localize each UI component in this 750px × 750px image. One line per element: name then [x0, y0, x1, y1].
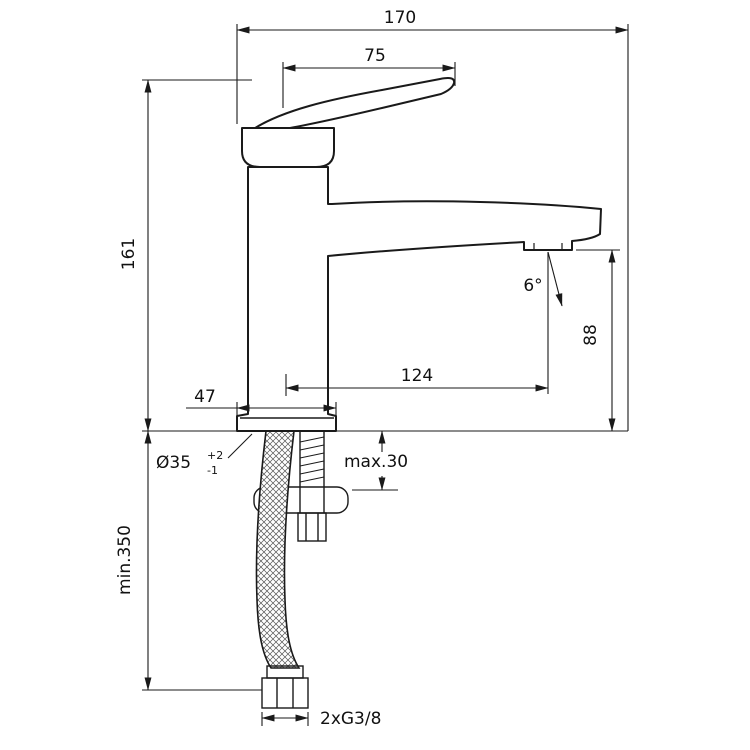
dim-label-dia35: Ø35: [156, 453, 191, 473]
dimensions: 170 75 161 6° 88: [115, 8, 629, 729]
dim-spout-height: 88: [576, 249, 620, 432]
dim-label-161: 161: [119, 238, 139, 270]
dim-label-min350: min.350: [115, 525, 135, 595]
aerator: [533, 243, 563, 250]
faucet-lever-handle: [251, 77, 456, 131]
threaded-shank: [299, 431, 325, 513]
dim-label-tol-plus: +2: [207, 449, 223, 462]
dim-label-170: 170: [384, 8, 416, 28]
dim-label-88: 88: [581, 324, 601, 346]
dim-max-deck-thickness: max.30: [344, 430, 408, 491]
faucet: [236, 77, 602, 432]
dim-min-hose-length: min.350: [115, 430, 262, 691]
fastening-nut: [297, 512, 327, 542]
dim-label-47: 47: [194, 387, 216, 407]
dim-label-max30: max.30: [344, 452, 408, 472]
dim-label-124: 124: [401, 366, 433, 386]
dim-spout-angle: 6°: [523, 251, 563, 394]
dim-body-height: 161: [119, 79, 252, 432]
flexible-hose: [255, 430, 301, 669]
dim-lever-length: 75: [282, 46, 456, 108]
dim-label-g38: 2xG3/8: [320, 709, 381, 729]
handle-hub: [241, 127, 335, 168]
dim-spout-reach: 124: [285, 366, 549, 396]
dim-label-75: 75: [364, 46, 386, 66]
faucet-body-and-spout: [236, 166, 602, 432]
dim-base-depth: 47: [186, 387, 337, 416]
dim-overall-depth: 170: [236, 8, 629, 431]
installation-parts: [253, 430, 349, 709]
dim-connection-thread: 2xG3/8: [261, 709, 381, 729]
dim-label-tol-minus: -1: [207, 464, 218, 477]
connection-nut: [261, 677, 309, 709]
dim-label-6deg: 6°: [523, 276, 542, 296]
dim-hole-diameter: Ø35 +2 -1: [156, 433, 253, 477]
